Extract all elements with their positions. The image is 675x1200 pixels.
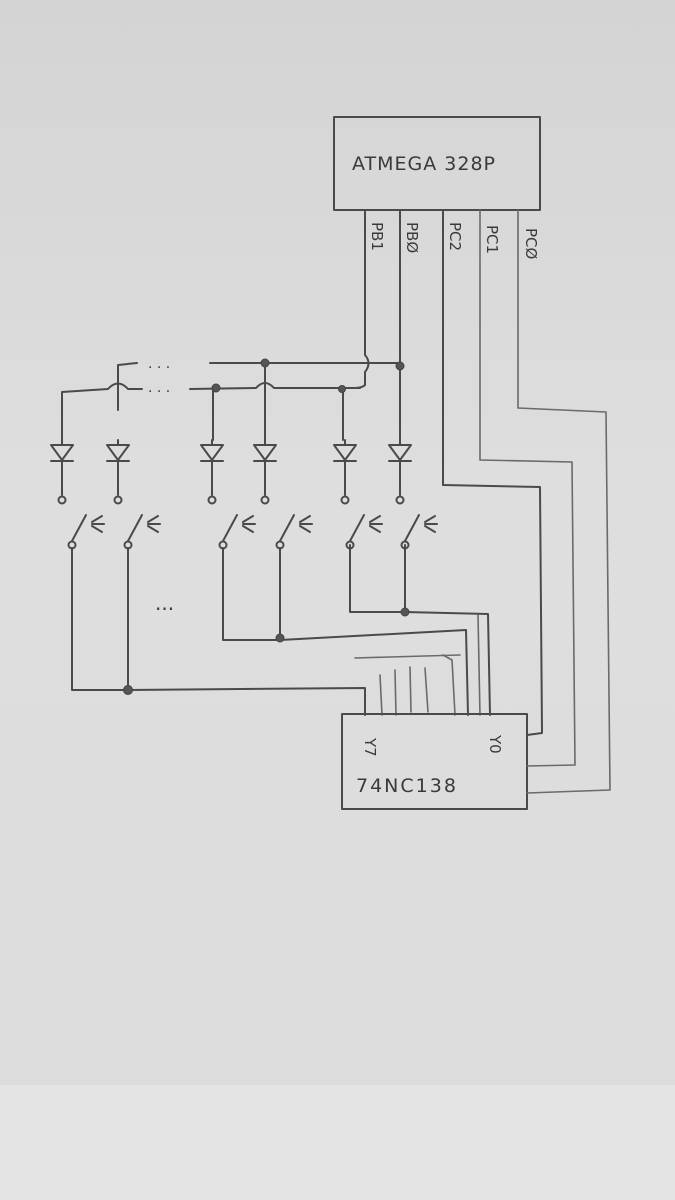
diode-icon xyxy=(333,439,357,496)
wire-pc2 xyxy=(442,209,543,736)
key-column xyxy=(253,439,313,550)
wire-group-y7 xyxy=(71,547,366,716)
diode-icon xyxy=(50,439,74,496)
output-label-y0: Y0 xyxy=(486,734,504,754)
key-column xyxy=(106,439,161,550)
junction-dot xyxy=(400,607,410,617)
decoder-chip: Y7 Y0 74NC138 xyxy=(341,713,528,810)
junction-dot xyxy=(260,358,270,368)
junction-dot xyxy=(123,685,133,695)
output-label-y7: Y7 xyxy=(361,737,379,757)
switch-ellipsis: ... xyxy=(155,591,174,615)
table-surface xyxy=(0,1085,675,1200)
mcu-label: ATMEGA 328P xyxy=(352,153,496,175)
mcu-chip: ATMEGA 328P xyxy=(333,116,541,211)
pushbutton-switch-icon xyxy=(349,514,383,542)
bus-ellipsis-top: . . . xyxy=(148,356,170,372)
key-column xyxy=(388,439,438,550)
diode-icon xyxy=(253,439,277,496)
pin-label-pc0: PCØ xyxy=(522,228,540,260)
diode-icon xyxy=(200,439,224,496)
wire-group-y1 xyxy=(222,547,469,716)
wire-pc0 xyxy=(517,209,611,794)
decoder-label: 74NC138 xyxy=(356,775,458,797)
junction-dot xyxy=(338,385,346,393)
pushbutton-switch-icon xyxy=(279,514,313,542)
diode-icon xyxy=(388,439,412,496)
switch-terminal xyxy=(207,495,217,505)
wire-pc1 xyxy=(479,209,576,767)
pin-label-pb0: PBØ xyxy=(403,222,421,253)
wire-pb1 xyxy=(354,209,370,389)
junction-dot xyxy=(211,383,221,393)
diode-icon xyxy=(106,439,130,496)
junction-dot xyxy=(395,361,405,371)
switch-terminal xyxy=(113,495,123,505)
bus-ellipsis-lower: . . . xyxy=(148,380,170,396)
pushbutton-switch-icon xyxy=(71,514,105,542)
diode-columns xyxy=(212,362,344,441)
bus-row-pb1 xyxy=(61,382,143,441)
key-column xyxy=(50,439,105,550)
pushbutton-switch-icon xyxy=(127,514,161,542)
pushbutton-switch-icon xyxy=(404,514,438,542)
pushbutton-switch-icon xyxy=(222,514,256,542)
switch-terminal xyxy=(395,495,405,505)
switch-terminal xyxy=(340,495,350,505)
pin-label-pc1: PC1 xyxy=(483,225,501,254)
bus-row-pb0 xyxy=(117,362,138,411)
switch-terminal xyxy=(260,495,270,505)
pin-label-pb1: PB1 xyxy=(368,222,386,251)
key-column xyxy=(200,439,256,550)
junction-dot xyxy=(275,633,285,643)
key-column xyxy=(333,439,383,550)
pin-label-pc2: PC2 xyxy=(446,222,464,251)
switch-terminal xyxy=(57,495,67,505)
wire-group-y0 xyxy=(349,544,491,716)
paper-sheet xyxy=(0,0,675,1085)
